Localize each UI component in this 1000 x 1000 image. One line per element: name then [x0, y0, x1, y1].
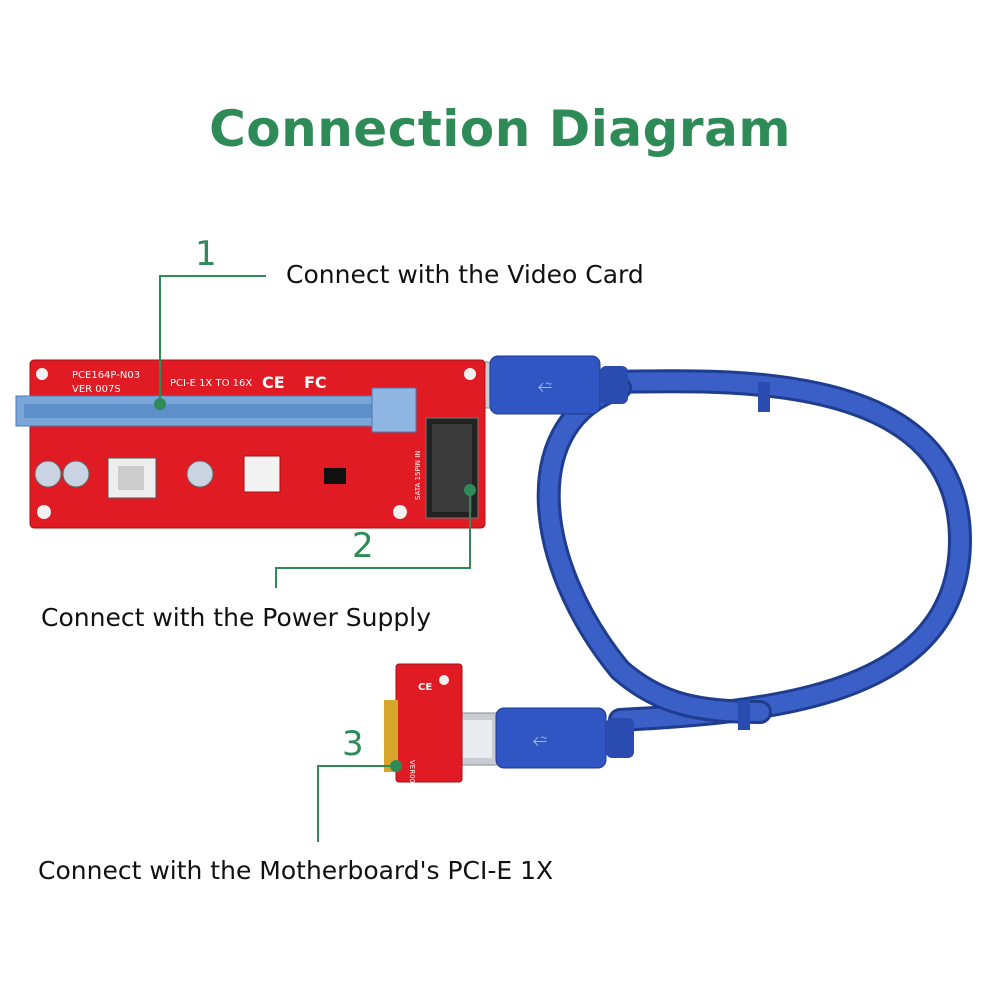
cable-tie-bottom — [738, 700, 750, 730]
leader-lines — [159, 275, 471, 842]
callout-number-2: 2 — [352, 526, 374, 566]
usb-symbol-icon: ⭉ — [538, 376, 552, 397]
small-board-version: VER005 — [408, 760, 416, 787]
capacitor — [186, 460, 214, 488]
marker-dot-1 — [154, 398, 166, 410]
usb-symbol-icon: ⭉ — [533, 730, 547, 751]
pcie-x1-adapter: CE VER005 — [384, 663, 463, 787]
capacitor — [34, 460, 62, 488]
page-title: Connection Diagram — [209, 100, 791, 158]
callout-text-2: Connect with the Power Supply — [41, 603, 432, 632]
callout-text-1: Connect with the Video Card — [286, 260, 644, 289]
callout-number-3: 3 — [342, 724, 364, 764]
board-model: PCE164P-N03 — [72, 370, 140, 381]
marker-dot-3 — [390, 760, 402, 772]
riser-board: PCE164P-N03 VER 007S PCI-E 1X TO 16X CE … — [15, 359, 486, 529]
usb-cable — [536, 369, 973, 732]
cable-tie-top — [758, 382, 770, 412]
leader-line-3 — [317, 765, 396, 842]
callout-text-3: Connect with the Motherboard's PCI-E 1X — [38, 856, 554, 885]
gold-fingers — [384, 700, 398, 772]
sata-label: SATA 15PIN IN — [414, 450, 422, 500]
ce-mark: CE — [262, 373, 285, 392]
board-interface: PCI-E 1X TO 16X — [170, 378, 252, 389]
leader-line-2 — [275, 490, 471, 588]
marker-dot-2 — [464, 484, 476, 496]
leader-line-1 — [159, 275, 266, 404]
board-version: VER 007S — [72, 384, 121, 395]
capacitor — [62, 460, 90, 488]
usb-plug-bottom: ⭉ — [439, 707, 634, 769]
fc-mark: FC — [304, 373, 327, 392]
callout-number-1: 1 — [195, 234, 217, 274]
small-ce-mark: CE — [418, 682, 432, 693]
